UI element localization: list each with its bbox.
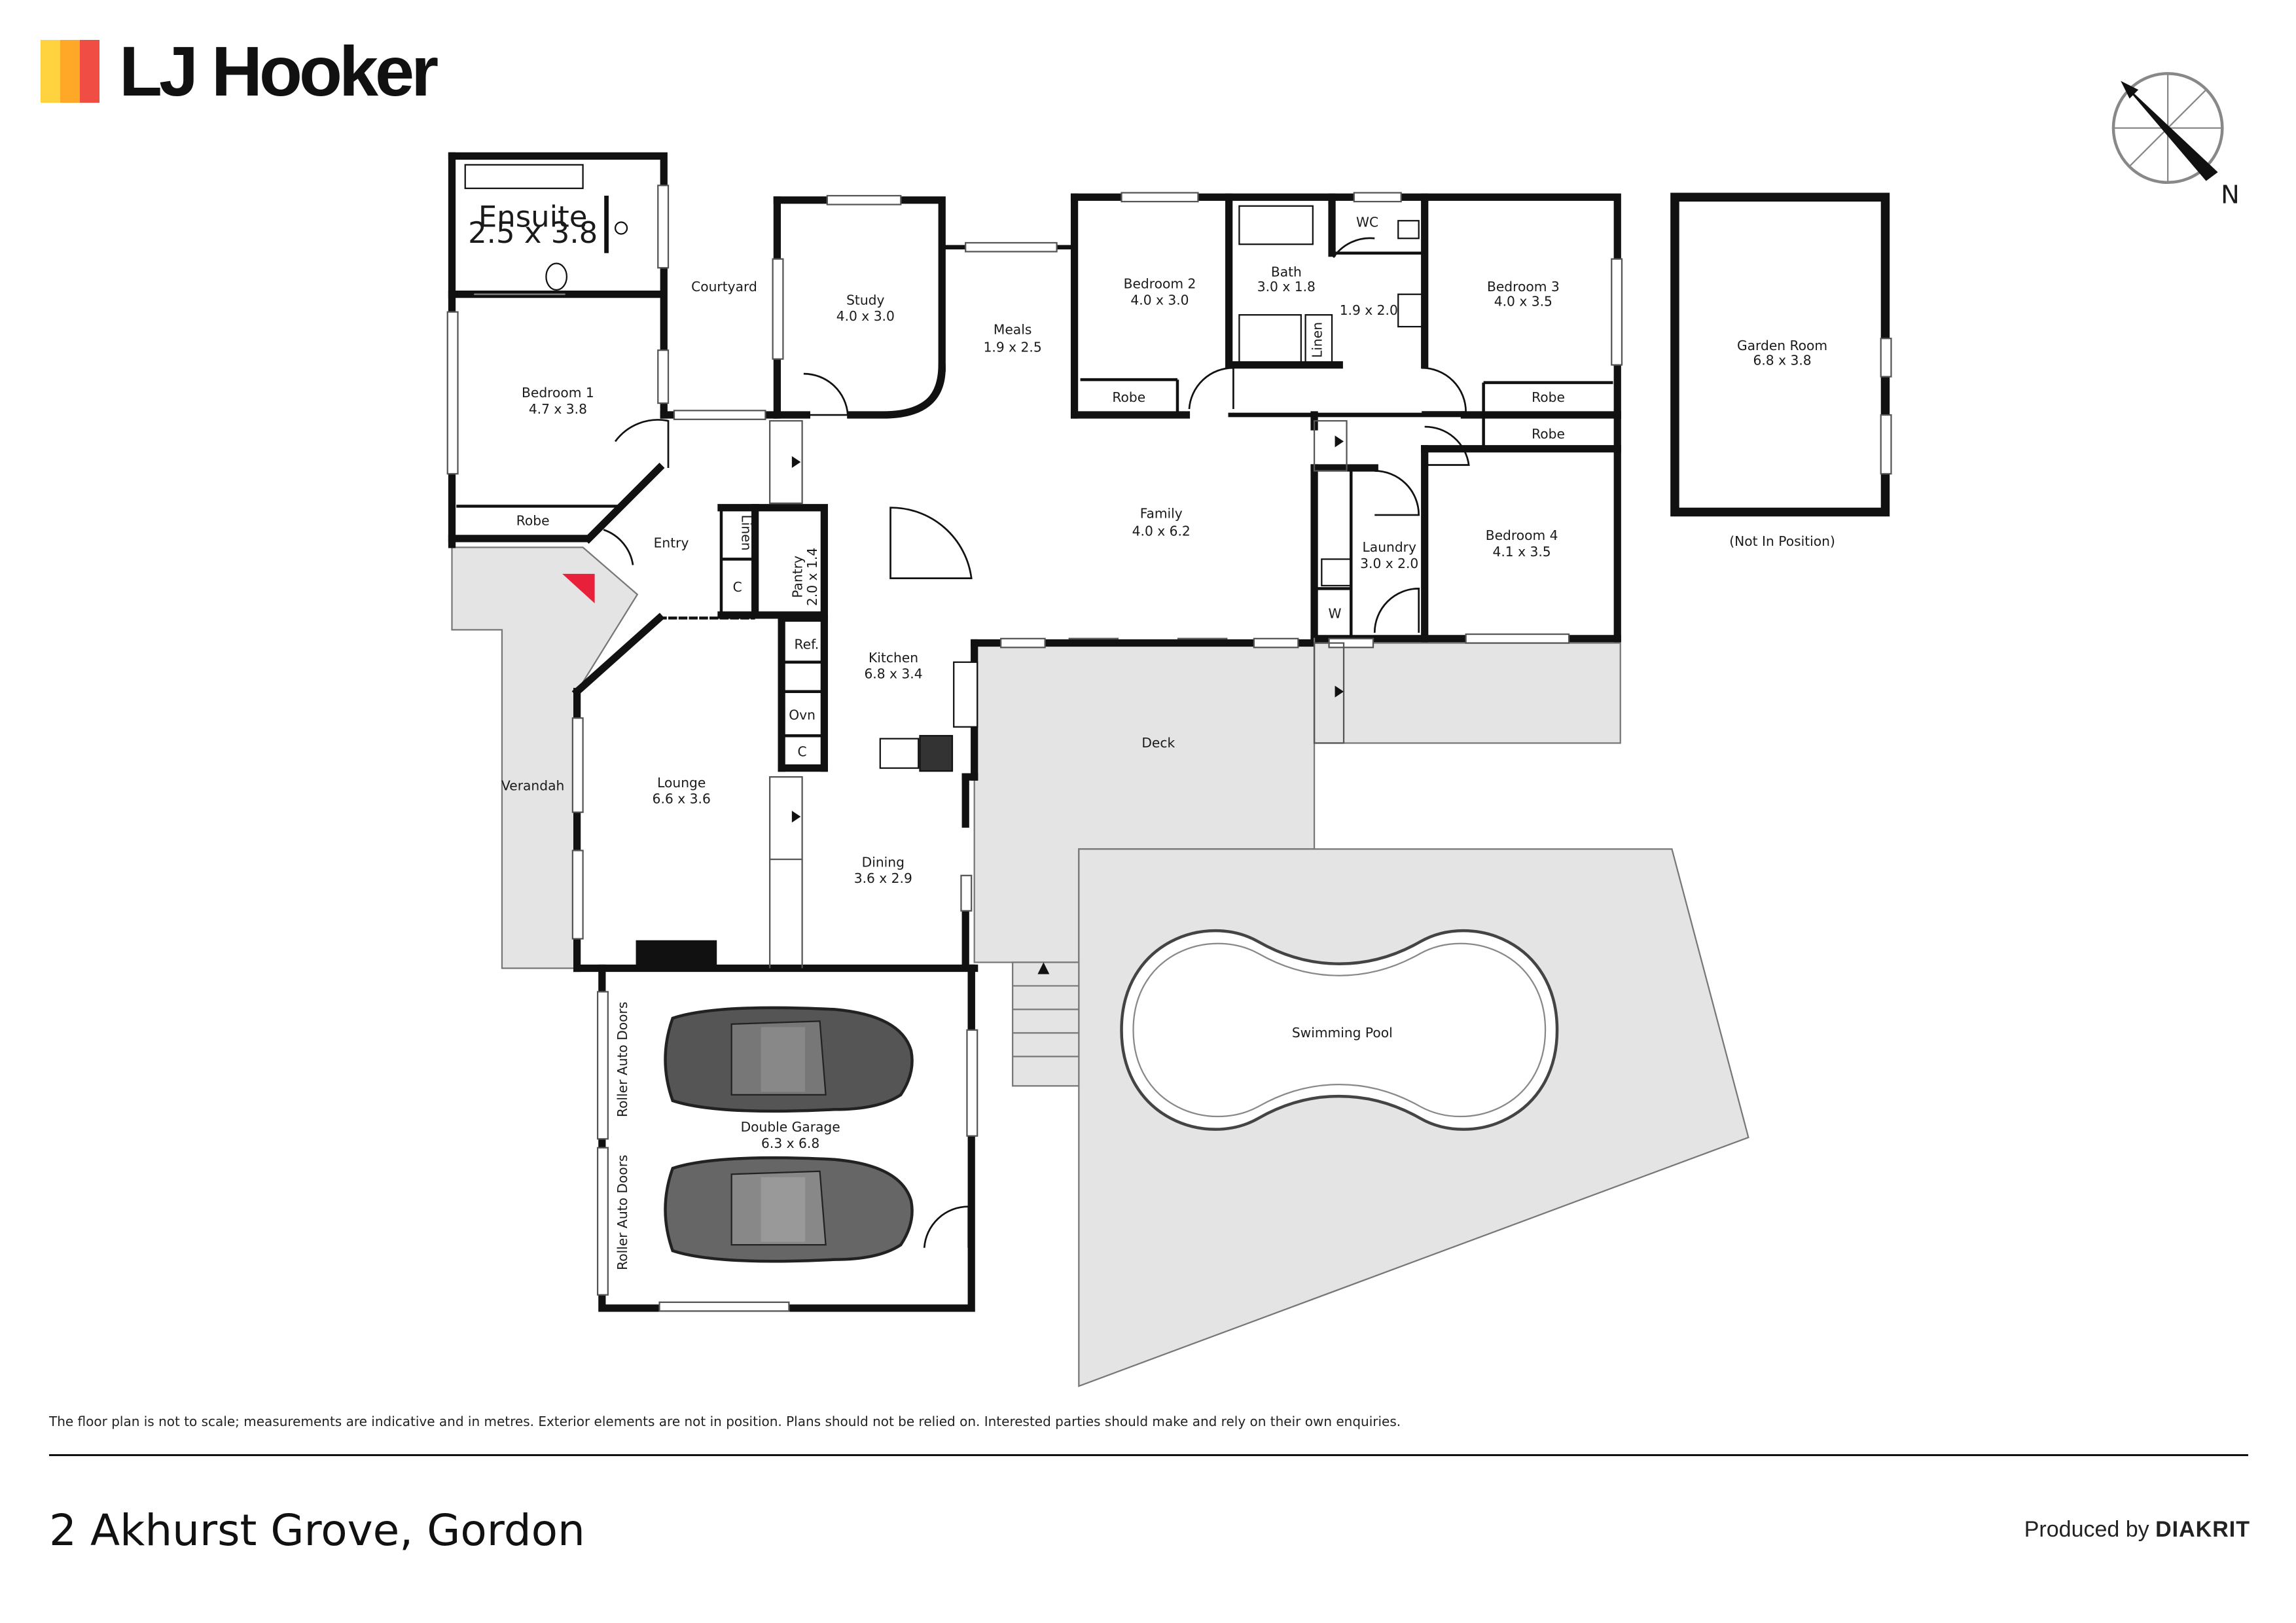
- room-label: Family: [1140, 505, 1183, 521]
- pantry-dimension: 2.0 x 1.4: [804, 548, 820, 606]
- robe-label: Robe: [1532, 389, 1565, 405]
- stair-arrow-icon: [1037, 962, 1050, 974]
- fixture-labels: Robe Robe Robe Robe C C Ref. Ovn W: [516, 389, 1565, 760]
- room-label: Courtyard: [691, 279, 757, 294]
- footer-divider: [49, 1454, 2248, 1456]
- pool-inner-edge: [1132, 942, 1547, 1118]
- room-dimension: 3.0 x 1.8: [1257, 279, 1316, 294]
- swimming-pool: [1120, 929, 1559, 1131]
- room-label: Meals: [994, 321, 1031, 337]
- brand-name: LJ Hooker: [119, 31, 439, 111]
- room-label: Swimming Pool: [1292, 1025, 1393, 1041]
- room-label: Bedroom 3: [1487, 279, 1560, 294]
- ensuite-vanity: [464, 164, 584, 189]
- room-label: Study: [846, 292, 884, 308]
- room-label: Laundry: [1363, 539, 1416, 555]
- property-address: 2 Akhurst Grove, Gordon: [49, 1505, 585, 1556]
- side-deck-area: [1313, 642, 1621, 744]
- room-label: Deck: [1141, 735, 1175, 751]
- washer-label: W: [1329, 605, 1342, 621]
- room-dimension: 6.3 x 6.8: [761, 1135, 819, 1151]
- oven-label: Ovn: [789, 707, 816, 722]
- linen-label: Linen: [1309, 322, 1325, 358]
- linen-cupboard-bath: [1304, 314, 1333, 363]
- room-label: Lounge: [657, 775, 706, 791]
- shower: [1238, 314, 1302, 363]
- room-label: Entry: [654, 535, 689, 550]
- robe-dividers: [456, 251, 1613, 738]
- disclaimer: The floor plan is not to scale; measurem…: [49, 1414, 1401, 1429]
- room-dimension: 6.6 x 3.6: [653, 791, 711, 807]
- room-label: Bedroom 4: [1486, 527, 1558, 543]
- wc-toilet: [1397, 220, 1420, 240]
- room-label: Ensuite: [478, 199, 588, 234]
- robe-label: Robe: [516, 513, 550, 529]
- room-dimension: 6.8 x 3.8: [1753, 353, 1811, 368]
- room-dimension: 4.7 x 3.8: [529, 401, 587, 417]
- room-dimension: 1.9 x 2.0: [1340, 302, 1398, 318]
- room-label: WC: [1356, 214, 1378, 230]
- compass-north-label: N: [2221, 181, 2240, 209]
- room-note: (Not In Position): [1729, 533, 1835, 549]
- room-dimension: 4.0 x 3.0: [1130, 292, 1189, 308]
- room-dimension: 4.1 x 3.5: [1493, 544, 1551, 560]
- roller-door-label: Roller Auto Doors: [615, 1002, 630, 1117]
- room-label: Bedroom 2: [1124, 276, 1196, 292]
- fridge-label: Ref.: [795, 637, 819, 652]
- room-label: Kitchen: [869, 650, 918, 666]
- bench: [879, 738, 920, 769]
- linen-label: Linen: [738, 514, 754, 550]
- shower-head: [614, 221, 628, 235]
- laundry-tub: [1321, 558, 1352, 586]
- vanity-hall: [1397, 293, 1423, 328]
- room-dimension: 3.6 x 2.9: [854, 870, 912, 886]
- stairs: [1012, 961, 1080, 1087]
- robe-label: Robe: [1532, 426, 1565, 442]
- logo-stripe-yellow: [41, 40, 60, 103]
- door-swings: [603, 237, 1470, 1248]
- room-dimension: 3.0 x 2.0: [1360, 556, 1418, 571]
- room-label: Bedroom 1: [522, 385, 594, 401]
- room-dimension: 6.8 x 3.4: [864, 666, 922, 682]
- sliding-doors: [769, 419, 1348, 969]
- fixtures: [464, 164, 1423, 772]
- robe-label: Robe: [1112, 389, 1145, 405]
- room-label: Verandah: [501, 777, 564, 793]
- bath-tub: [1238, 205, 1314, 245]
- windows: [446, 185, 1892, 1312]
- car-icon: [664, 1006, 914, 1113]
- pantry-label: Pantry: [790, 556, 806, 598]
- cooktop: [919, 735, 954, 772]
- room-label: Double Garage: [741, 1119, 840, 1135]
- slide-arrow-icons: [791, 435, 1344, 823]
- kitchen-sink: [953, 661, 978, 728]
- cupboard-label: C: [733, 579, 742, 595]
- compass-icon: [2111, 72, 2224, 185]
- room-dimension: 2.5 x 3.8: [468, 215, 598, 250]
- room-dimension: 4.0 x 3.0: [836, 308, 895, 324]
- entry-marker-icon: [562, 573, 595, 603]
- producer-credit: Produced by DIAKRIT: [2024, 1517, 2250, 1543]
- stair-lines: [1013, 985, 1079, 1058]
- room-labels: Ensuite 2.5 x 3.8 Courtyard Study 4.0 x …: [468, 199, 1835, 1151]
- logo-stripe-red: [80, 40, 99, 103]
- brand-logo: LJ Hooker: [41, 31, 439, 111]
- roller-door-label: Roller Auto Doors: [615, 1154, 630, 1270]
- room-label: Dining: [862, 854, 905, 870]
- room-label: Bath: [1271, 264, 1302, 280]
- fireplace: [636, 940, 717, 969]
- verandah-area: [451, 546, 639, 969]
- cupboard-label: C: [798, 744, 807, 760]
- vertical-labels: Linen Linen Pantry 2.0 x 1.4 Roller Auto…: [615, 322, 1325, 1270]
- room-dimension: 1.9 x 2.5: [984, 339, 1042, 355]
- logo-stripe-orange: [60, 40, 80, 103]
- producer-prefix: Produced by: [2024, 1517, 2149, 1542]
- producer-name: DIAKRIT: [2155, 1517, 2250, 1542]
- room-label: Garden Room: [1737, 338, 1827, 353]
- car-icon: [664, 1156, 914, 1263]
- room-dimension: 4.0 x 6.2: [1132, 523, 1191, 539]
- ensuite-toilet: [545, 262, 568, 291]
- room-dimension: 4.0 x 3.5: [1494, 294, 1552, 310]
